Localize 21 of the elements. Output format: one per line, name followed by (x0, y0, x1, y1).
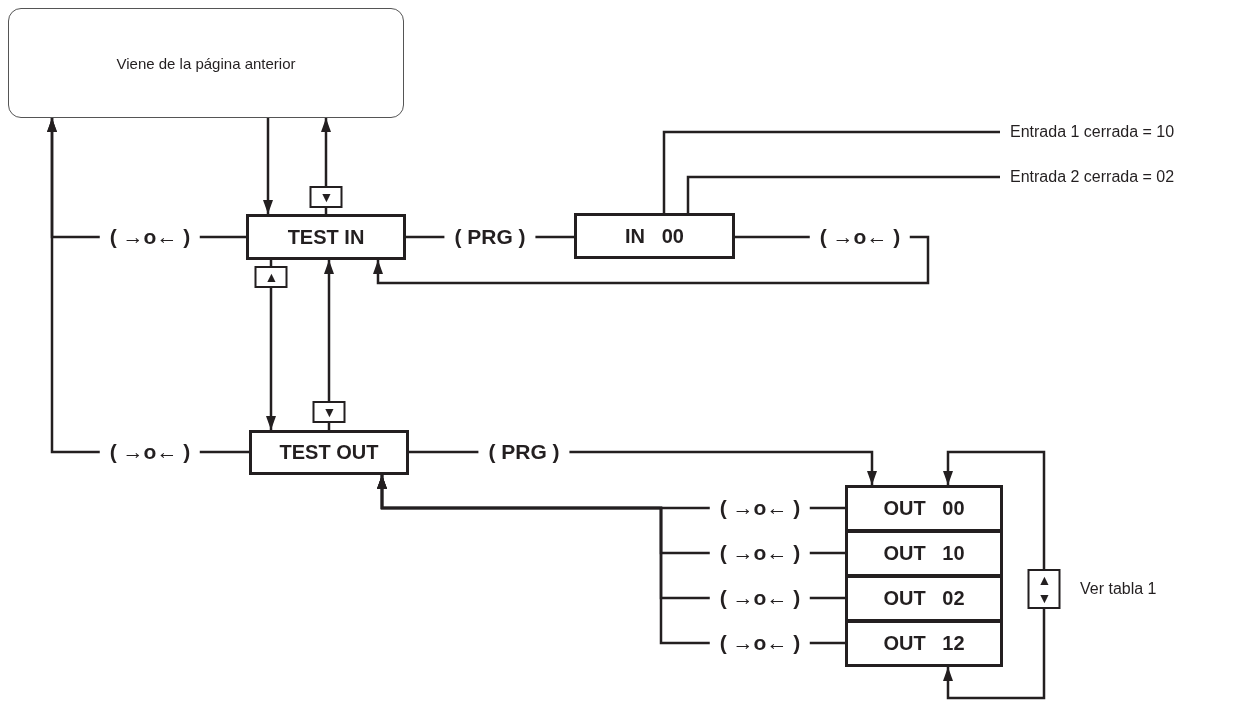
display-box: OUT 02 (845, 575, 1003, 622)
key-symbol: ▼ (312, 401, 346, 423)
start-box: Viene de la página anterior (8, 8, 404, 118)
arrow (263, 118, 273, 214)
key-symbol: ▲ (254, 266, 288, 288)
leader-line (686, 175, 1000, 213)
display-box: OUT 10 (845, 530, 1003, 577)
arrow (324, 260, 334, 430)
note-text: Entrada 1 cerrada = 10 (1009, 123, 1175, 141)
display-box: IN 00 (574, 213, 735, 259)
menu-box: TEST OUT (249, 430, 409, 475)
arrow (266, 260, 276, 430)
menu-box: TEST IN (246, 214, 406, 260)
note-text: Entrada 2 cerrada = 02 (1009, 168, 1175, 186)
display-box: OUT 00 (845, 485, 1003, 532)
note-text: Ver tabla 1 (1080, 580, 1157, 598)
key-symbol: ▼ (309, 186, 343, 208)
leader-line (662, 130, 1000, 213)
display-box: OUT 12 (845, 620, 1003, 667)
arrow (943, 450, 1046, 700)
key-symbol: ▲▼ (1027, 569, 1061, 609)
